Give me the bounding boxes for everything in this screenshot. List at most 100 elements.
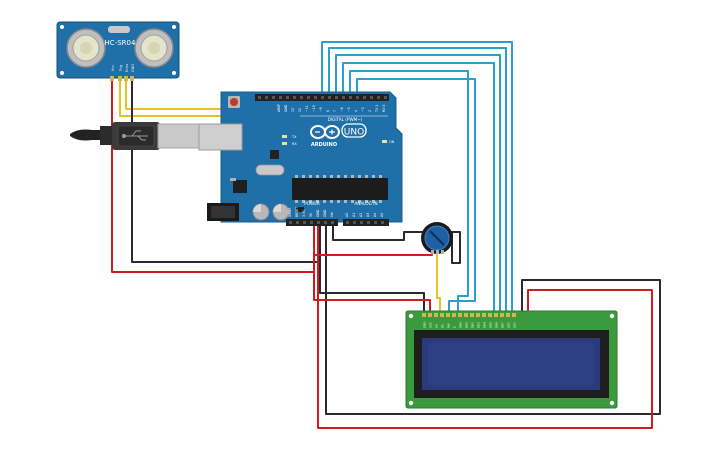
usb-jack (198, 123, 243, 151)
lcd-pin-label: DB4 (483, 322, 487, 328)
usb-plug-metal (157, 123, 203, 149)
tx-label: TX (291, 135, 297, 139)
pin-label: ~10 (312, 105, 316, 112)
arduino-model-label: UNO (344, 128, 364, 138)
lcd-pin-label: E (453, 326, 457, 328)
lcd-display-module[interactable]: GND VCC V0 RS RW E DB0 DB1 DB2 DB3 DB4 D… (405, 310, 618, 409)
wire-blue-2 (328, 47, 507, 313)
lcd-pin-label: VCC (429, 322, 433, 328)
sensor-mount-hole (60, 25, 64, 29)
sensor-mount-hole (172, 71, 176, 75)
sensor-model-label: HC-SR04 (105, 39, 136, 47)
wire-yellow-pot (436, 252, 441, 313)
pin-label: 3.3V (302, 209, 306, 217)
digital-section-label: DIGITAL (PWM~) (328, 117, 363, 122)
transducer-left (66, 28, 106, 68)
pin-label: IOREF (288, 207, 292, 217)
pin-label: RX 0 (382, 105, 386, 112)
lcd-pin-label: LED (513, 323, 517, 328)
sensor-pin-label: Echo (125, 64, 129, 73)
lcd-pin-label: GND (423, 322, 427, 328)
pin-label: ~11 (305, 105, 309, 112)
pin-label: A2 (359, 213, 363, 217)
capacitor (272, 203, 290, 221)
sensor-pin-labels: Vcc Trig Echo GND (111, 64, 135, 73)
power-pin-labels: IOREF RESET 3.3V 5V GND GND Vin (288, 207, 334, 217)
pin-label: A5 (380, 213, 384, 217)
arduino-uno-board[interactable]: TX RX ON ARDUINO UNO AREF GND 13 (198, 91, 403, 226)
potentiometer[interactable] (421, 222, 453, 254)
pin-label: ~9 (319, 107, 323, 112)
pin-label: A3 (366, 213, 370, 217)
pin-label: A4 (373, 213, 377, 217)
sensor-pin-label: GND (131, 64, 135, 72)
lcd-pin-label: V0 (435, 324, 439, 328)
lcd-pin-label: DB5 (489, 322, 493, 328)
pin-label: ~6 (340, 107, 344, 112)
pin-label: GND (323, 209, 327, 217)
sensor-pin-label: Vcc (111, 65, 115, 71)
pin-label: RESET (295, 207, 299, 217)
lcd-header-pins (422, 313, 516, 317)
sensor-mount-hole (172, 25, 176, 29)
wire-blue-5 (349, 70, 469, 313)
lcd-pin-label: RW (447, 323, 451, 328)
pin-label: 7 (333, 110, 337, 112)
arduino-brand-label: ARDUINO (311, 142, 337, 148)
sensor-pin-label: Trig (119, 65, 123, 72)
digital-pin-labels: AREF GND 13 12 ~11 ~10 ~9 8 7 ~6 ~5 4 ~3… (277, 104, 386, 113)
lcd-pin-labels: GND VCC V0 RS RW E DB0 DB1 DB2 DB3 DB4 D… (423, 322, 517, 328)
lcd-pin-label: DB6 (495, 322, 499, 328)
wire-black-lcd-gnd (319, 225, 425, 313)
lcd-pin-label: DB7 (501, 322, 505, 328)
pin-label: A0 (345, 213, 349, 217)
lcd-pin-label: DB0 (459, 322, 463, 328)
transducer-right (134, 28, 174, 68)
rx-label: RX (292, 142, 297, 146)
wire-bundle-black (131, 78, 661, 415)
wire-blue-6 (356, 78, 476, 313)
pin-label: GND (316, 209, 320, 217)
lcd-pin-label: DB1 (465, 322, 469, 328)
pin-label: GND (284, 104, 288, 112)
wire-bundle-red (111, 78, 653, 429)
analog-section-label: ANALOG IN (354, 201, 377, 206)
sensor-mount-hole (60, 71, 64, 75)
lcd-pin-label: RS (441, 324, 445, 328)
pin-label: Vin (330, 212, 334, 217)
pin-label: 8 (326, 110, 330, 112)
voltage-regulator (233, 180, 247, 193)
pin-label: AREF (277, 104, 281, 112)
wire-red-lcd-vcc (313, 250, 431, 313)
capacitor (252, 203, 270, 221)
analog-header (343, 219, 389, 226)
wire-black-lcd-led (325, 225, 661, 415)
pin-label: 5V (309, 212, 313, 217)
lcd-pin-label: DB2 (471, 322, 475, 328)
wire-red-lcd-led (317, 225, 653, 429)
on-label: ON (389, 140, 395, 144)
usb-icon (121, 130, 148, 141)
microcontroller-chip (292, 178, 388, 200)
ultrasonic-sensor[interactable]: HC-SR04 Vcc Trig Echo GND (56, 21, 180, 81)
wire-red-pot (314, 250, 433, 256)
pin-label: 2 (368, 110, 372, 112)
pin-label: A1 (352, 213, 356, 217)
pin-label: ~3 (361, 107, 365, 112)
pin-label: 4 (354, 110, 358, 112)
wire-blue-4 (342, 62, 495, 313)
power-section-label: POWER (304, 201, 320, 206)
pin-label: 12 (298, 108, 302, 112)
lcd-pin-label: DB3 (477, 322, 481, 328)
wire-blue-1 (321, 41, 513, 313)
wire-bundle-blue (321, 41, 513, 313)
wire-red-sensor-vcc (111, 78, 315, 273)
wires (111, 41, 661, 429)
usb-cable (70, 122, 203, 150)
sensor-crystal (108, 26, 130, 33)
pin-label: TX 1 (375, 105, 379, 113)
lcd-pin-label: LED (507, 323, 511, 328)
pin-label: ~5 (347, 107, 351, 112)
sensor-pins (110, 76, 134, 81)
